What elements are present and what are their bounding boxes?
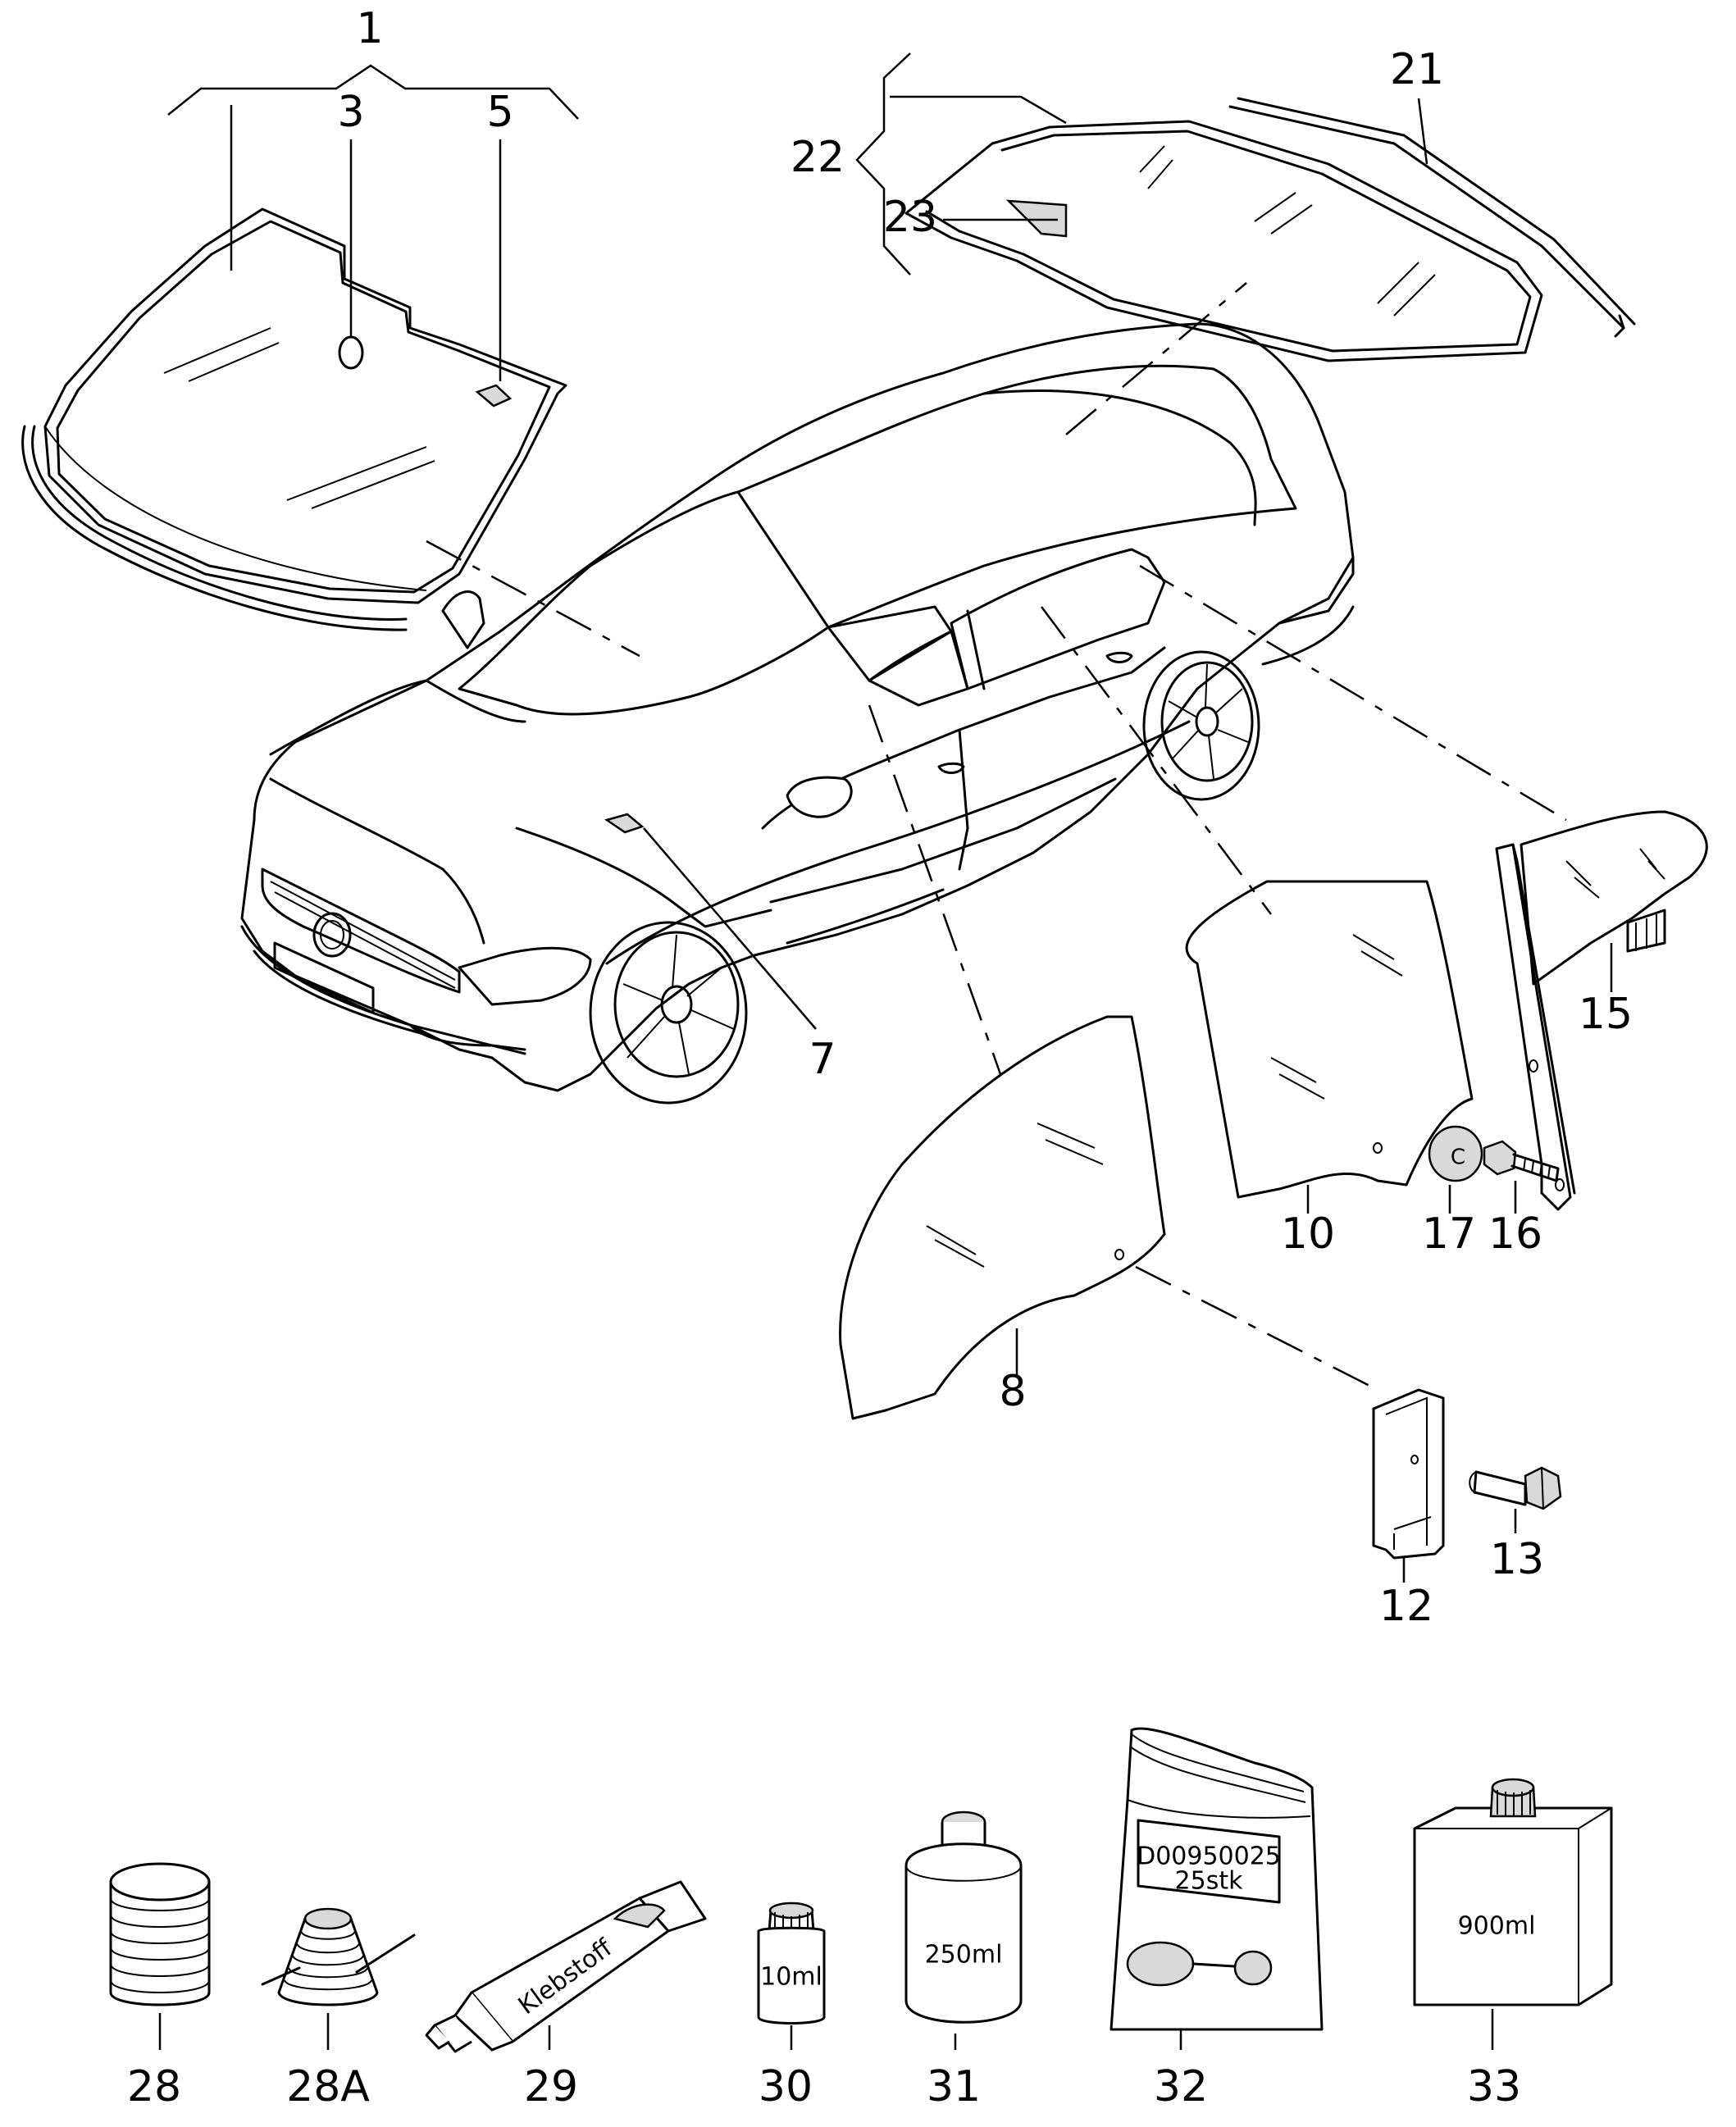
bottle-small-label: 10ml (760, 1963, 822, 1992)
leader-21 (1417, 98, 1428, 165)
leader-7 (643, 827, 817, 1030)
windscreen (43, 207, 567, 604)
callout-28A: 28A (286, 2062, 370, 2111)
rear-window-bracket (1005, 199, 1068, 238)
callout-21: 21 (1390, 45, 1444, 94)
window-clamp (1372, 1388, 1445, 1560)
guide-lines (426, 282, 1567, 1391)
windscreen-bracket (475, 384, 513, 408)
quarter-glass (1520, 810, 1708, 986)
callout-1-bracket (167, 64, 579, 271)
callout-23: 23 (883, 193, 937, 242)
car-body (240, 322, 1355, 1104)
callout-8: 8 (999, 1367, 1026, 1416)
callout-33: 33 (1467, 2062, 1521, 2111)
callout-10: 10 (1281, 1209, 1335, 1259)
front-door-glass (839, 1015, 1166, 1420)
callout-32: 32 (1154, 2062, 1208, 2111)
rear-window-seal (1228, 97, 1636, 338)
callout-5: 5 (486, 88, 513, 137)
callout-13: 13 (1490, 1535, 1544, 1584)
washer-nozzle (604, 813, 645, 834)
adhesive-tube: Klebstoff (425, 1880, 707, 2053)
washer-letter: C (1451, 1145, 1465, 1170)
primer-bottle-small: 10ml (757, 1902, 826, 2025)
bag-label-line2: 25stk (1175, 1867, 1244, 1896)
bolt-13 (1469, 1466, 1562, 1510)
callout-17: 17 (1422, 1209, 1476, 1259)
callout-29: 29 (524, 2062, 578, 2111)
callout-7: 7 (809, 1035, 836, 1084)
callout-30: 30 (759, 2062, 813, 2111)
rear-window (904, 120, 1543, 362)
container-label: 900ml (1458, 1912, 1536, 1941)
bag-label-line1: D00950025 (1137, 1842, 1281, 1871)
callout-31: 31 (927, 2062, 981, 2111)
callout-28: 28 (127, 2062, 181, 2111)
callout-1: 1 (356, 4, 383, 53)
callout-16: 16 (1488, 1209, 1542, 1259)
rear-door-glass (1185, 880, 1474, 1199)
callout-numbers: 1 3 5 7 8 10 12 13 15 16 17 21 22 23 28 … (127, 4, 1633, 2111)
callout-22-bracket (855, 52, 1067, 276)
rain-sensor-cover (338, 335, 364, 370)
callout-12: 12 (1379, 1582, 1433, 1631)
fixing-kit-bag: D00950025 25stk (1109, 1727, 1324, 2031)
callout-3: 3 (337, 88, 364, 137)
callout-22: 22 (791, 133, 845, 182)
windscreen-seal (21, 425, 408, 631)
primer-can: 250ml (904, 1810, 1023, 2024)
callout-15: 15 (1579, 990, 1633, 1039)
washer: C (1428, 1125, 1483, 1182)
bolt-16 (1483, 1140, 1560, 1182)
sealing-cord-coil (109, 1862, 211, 2006)
can-label: 250ml (925, 1941, 1003, 1970)
container-large: 900ml (1413, 1778, 1613, 2006)
sealing-cord-cone (261, 1907, 416, 2006)
